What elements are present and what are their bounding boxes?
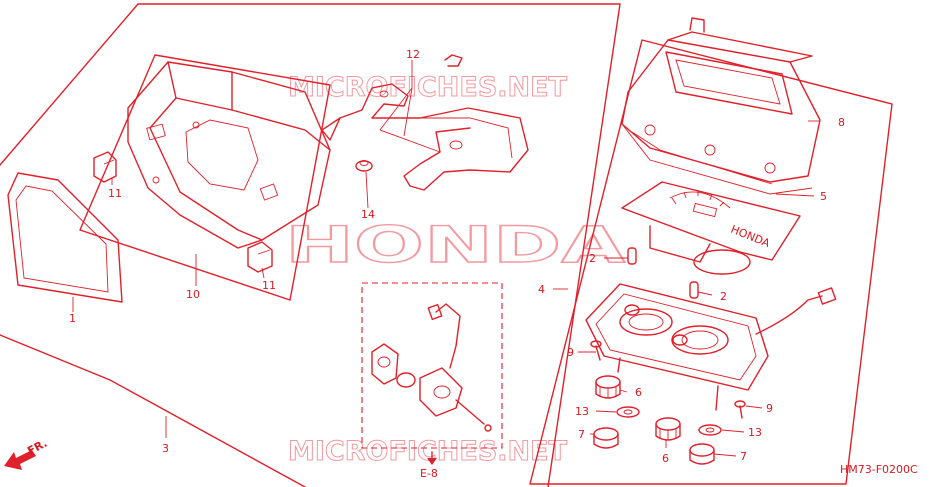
callout-13-left: 13 [575, 405, 589, 418]
screw-left [590, 340, 602, 361]
watermark-center: HONDA [285, 216, 625, 274]
assembly-frame-top [137, 3, 621, 487]
callout-7-right: 7 [740, 450, 747, 463]
callout-5: 5 [820, 190, 827, 203]
assembly-frame-left [0, 3, 139, 166]
reference-arrow: E-8 [420, 451, 438, 480]
callout-9-right: 9 [766, 402, 773, 415]
case-group-frame [79, 54, 331, 301]
meter-case [621, 17, 821, 195]
diagram-code: HM73-F0200C [840, 463, 918, 476]
lamp-socket-left [595, 375, 621, 399]
washer-left [616, 406, 640, 418]
callout-2-upper: 2 [589, 252, 596, 265]
speed-sensor-assembly [371, 303, 492, 432]
callout-3: 3 [162, 442, 169, 455]
callout-7-left: 7 [578, 428, 585, 441]
meter-bracket [321, 54, 529, 191]
watermark-bottom: MICROFICHES.NET [288, 436, 568, 467]
headlight-case [127, 61, 331, 249]
leader-lines [72, 60, 820, 457]
callout-11-lower: 11 [262, 279, 276, 292]
assembly-frame-bottom [0, 334, 306, 487]
callout-12: 12 [406, 48, 420, 61]
indicator-bulb-upper [627, 247, 637, 265]
meter-dial: HONDA [621, 181, 801, 275]
dial-brand-text: HONDA [729, 223, 772, 251]
callout-1: 1 [69, 312, 76, 325]
reference-box [361, 282, 503, 449]
callout-2-lower: 2 [720, 290, 727, 303]
screw-right [734, 400, 746, 419]
front-label: FR. [25, 437, 49, 458]
callout-14: 14 [361, 208, 375, 221]
headlight-gasket [7, 172, 123, 303]
callout-10: 10 [186, 288, 200, 301]
grommet-right [689, 443, 715, 465]
rubber-mount-upper [93, 151, 117, 183]
lamp-socket-right [655, 417, 681, 441]
indicator-bulb-lower [689, 281, 699, 299]
callout-13-right: 13 [748, 426, 762, 439]
grommet [355, 160, 373, 172]
watermark-top: MICROFICHES.NET [288, 72, 568, 103]
callout-11-upper: 11 [108, 187, 122, 200]
callout-4: 4 [538, 283, 545, 296]
front-direction-arrow: FR. [4, 437, 49, 470]
reference-label: E-8 [420, 467, 438, 480]
callout-6-left: 6 [635, 386, 642, 399]
callout-6-right: 6 [662, 452, 669, 465]
callout-9-left: 9 [567, 346, 574, 359]
grommet-left [593, 427, 619, 449]
meter-group-frame [529, 39, 893, 485]
meter-base [585, 283, 837, 411]
rubber-mount-lower [247, 241, 273, 273]
washer-right [698, 424, 722, 436]
callout-8: 8 [838, 116, 845, 129]
